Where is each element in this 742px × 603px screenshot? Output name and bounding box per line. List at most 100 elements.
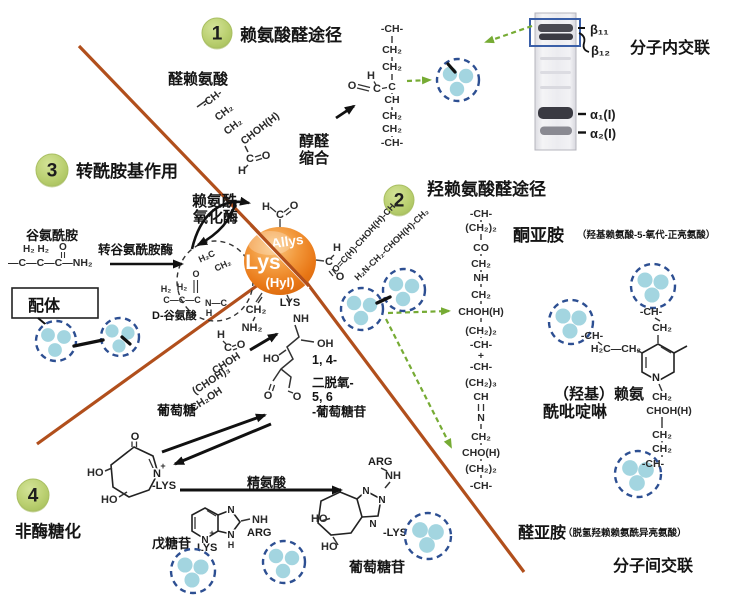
ketoimine-note: （羟基赖氨酸-5-氧代-正亮氨酸） xyxy=(577,229,715,241)
molecule-circle xyxy=(403,511,453,561)
aldol-label: 缩合 xyxy=(299,149,330,167)
formula-text: CH xyxy=(473,391,488,403)
molecule-dot xyxy=(622,460,638,476)
formula-text: CH₂ xyxy=(382,44,402,56)
dideoxy-label: 1, 4- xyxy=(312,353,337,367)
gel-band xyxy=(539,33,573,40)
formula-text: O xyxy=(264,390,273,402)
bond-line xyxy=(484,24,533,44)
formula-text: + xyxy=(209,528,214,538)
bond-line xyxy=(320,517,331,522)
shape-rect xyxy=(540,57,571,60)
bond-line xyxy=(660,346,672,354)
formula-text: CH xyxy=(384,94,399,106)
bond-line xyxy=(286,294,291,302)
molecule-circle xyxy=(613,449,663,499)
formula-text: N xyxy=(227,530,234,541)
molecule-dot xyxy=(284,550,300,566)
molecule-dot xyxy=(177,557,193,573)
arginine-label: 精氨酸 xyxy=(247,475,287,490)
formula-text: H xyxy=(217,329,225,341)
bond-line xyxy=(72,338,105,348)
formula-text: HO xyxy=(87,467,104,479)
formula-text: O xyxy=(336,271,345,283)
molecule-dot xyxy=(268,548,284,564)
bond-line xyxy=(222,340,227,345)
path xyxy=(578,32,590,53)
gel-label-beta11: β₁₁ xyxy=(590,22,609,37)
bond-line xyxy=(287,390,294,394)
formula-text: -CH- xyxy=(470,339,493,351)
ligand-box: 配体 xyxy=(11,287,99,329)
formula-text: N xyxy=(362,486,369,497)
molecule-circle xyxy=(629,262,677,310)
bond-line xyxy=(380,467,388,472)
pathway-title: 赖氨酸醛途径 xyxy=(240,25,342,45)
bond-line xyxy=(118,491,128,498)
pyridinoline-label: （羟基）赖氨 xyxy=(554,385,644,403)
formula-text: HO xyxy=(311,513,328,525)
molecule-dot xyxy=(362,297,378,313)
dideoxy-label: 5, 6 xyxy=(312,390,333,404)
formula-text: + xyxy=(160,461,165,471)
formula-text: H₂C—CH₂ xyxy=(591,343,641,355)
molecule-dot xyxy=(388,276,404,292)
molecule-dot xyxy=(458,68,474,84)
molecule-dot xyxy=(48,343,62,357)
formula-text: CH₂ xyxy=(471,431,491,443)
pentosidine-structure: N N H NH ARG N + LYS xyxy=(191,504,271,554)
molecule-dot xyxy=(555,308,571,324)
aldol-product-structure: -CH- CH₂ CH₂ C CH CH₂ CH₂ -CH- H C O xyxy=(348,23,404,149)
glucose-label: 葡萄糖 xyxy=(156,403,196,418)
formula-text: N xyxy=(652,372,660,384)
formula-text: HO xyxy=(101,494,118,506)
bond-line xyxy=(249,223,311,288)
formula-text: CH₂ xyxy=(652,429,672,441)
formula-text: CH₂ xyxy=(652,391,672,403)
molecule-dot xyxy=(121,326,135,340)
molecule-dot xyxy=(184,572,200,588)
sphere-hyl: (Hyl) xyxy=(266,275,295,290)
formula-text: C xyxy=(325,256,333,268)
bond-line xyxy=(148,458,155,471)
shape-circle xyxy=(16,478,50,512)
formula-text: O xyxy=(293,391,302,403)
molecule-dot xyxy=(419,537,435,553)
bond-line xyxy=(328,270,334,277)
formula-text: (CH₂)₂ xyxy=(465,463,497,475)
transglutaminase-label: 转谷氨酰胺酶 xyxy=(98,242,174,257)
glucose-structure: H C O CHOH (CHOH)₃ CH₂OH xyxy=(188,329,246,414)
gel-label-alpha1: α₁(I) xyxy=(590,107,616,122)
bond-line xyxy=(357,83,371,89)
badge-number: 4 xyxy=(28,486,39,507)
badge-pathway-1: 1 赖氨酸醛途径 xyxy=(201,17,342,50)
formula-text: H₂C xyxy=(197,248,217,264)
bond-line xyxy=(330,254,335,259)
bond-line xyxy=(385,318,452,449)
formula-text: O xyxy=(192,269,199,279)
aldehyde-right: H C O xyxy=(325,242,345,283)
ligand-label: 配体 xyxy=(28,296,61,315)
formula-text: H₂ xyxy=(161,284,172,294)
molecule-dot xyxy=(629,475,645,491)
bond-line xyxy=(658,383,663,392)
formula-text: -CH- xyxy=(381,137,404,149)
bond-line xyxy=(597,341,603,346)
shape-circle xyxy=(35,153,69,187)
formula-text: —C—C—C—NH₂ xyxy=(8,257,93,269)
pathway-title: 转酰胺基作用 xyxy=(76,161,178,181)
formula-text: NH xyxy=(293,313,309,325)
formula-text: C xyxy=(373,83,381,95)
badge-number: 3 xyxy=(47,161,58,182)
molecule-dot xyxy=(412,522,428,538)
formula-text: CO xyxy=(473,242,489,254)
molecule-circle xyxy=(34,319,78,363)
shape-circle xyxy=(383,184,415,216)
formula-text: CH₂ xyxy=(652,322,672,334)
allysine-structure: -CH- CH₂ CH₂ CHOH(H) C O H xyxy=(196,87,282,177)
aldehyde-top: H C O xyxy=(262,200,299,221)
bond-line xyxy=(636,349,643,354)
dideoxy-label: -葡萄糖苷 xyxy=(312,404,367,419)
bond-line xyxy=(406,76,432,85)
